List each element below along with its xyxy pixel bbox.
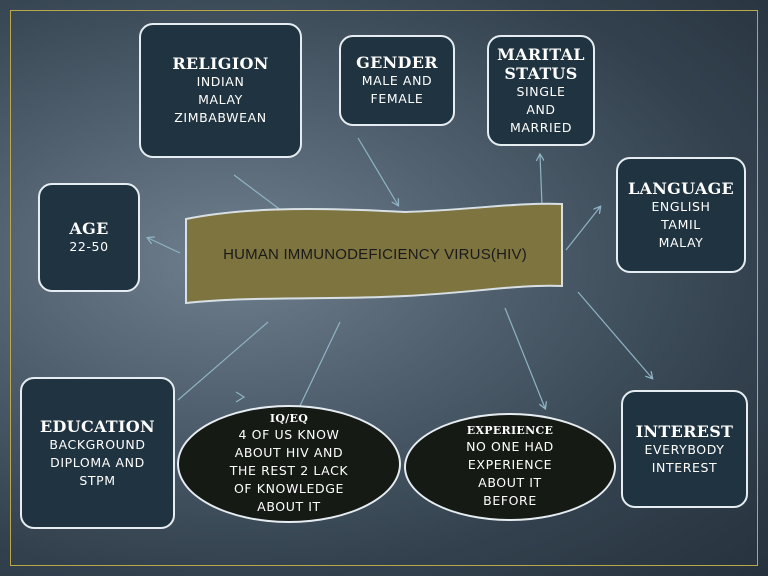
age-title: AGE [69,219,109,238]
experience-title: EXPERIENCE [466,424,554,437]
arrow-to-interest [577,291,652,378]
arrow-to-language [565,207,600,251]
language-text: ENGLISH TAMIL MALAY [651,198,711,250]
iq-eq-title: IQ/EQ [269,412,309,425]
education-title: EDUCATION [40,416,155,436]
age-text: 22-50 [69,239,109,254]
center-label: HUMAN IMMUNODEFICIENCY VIRUS(HIV) [223,246,527,263]
marital-status-title: MARITAL STATUS [497,44,585,83]
language-box: LANGUAGE ENGLISH TAMIL MALAY [616,157,746,273]
gender-title: GENDER [356,53,438,72]
arrow-to-experience [504,307,545,408]
marital-status-box: MARITAL STATUS SINGLE AND MARRIED [487,35,595,146]
interest-text: EVERYBODY INTEREST [644,441,725,475]
iq-eq-text: 4 OF US KNOW ABOUT HIV AND THE REST 2 LA… [229,427,349,514]
religion-box: RELIGION INDIAN MALAY ZIMBABWEAN [139,23,302,158]
center-banner [185,202,563,305]
arrow-to-gender [357,137,398,205]
experience-text: NO ONE HAD EXPERIENCE ABOUT IT BEFORE [466,439,554,508]
arrow-to-iq [297,321,341,411]
arrow-to-marital [540,155,542,206]
slide-frame [10,10,758,566]
religion-text: INDIAN MALAY ZIMBABWEAN [174,74,267,125]
arrow-small [235,391,246,403]
language-title: LANGUAGE [627,178,735,198]
age-box: AGE 22-50 [38,183,140,292]
arrow-to-age [148,238,181,254]
interest-box: INTEREST EVERYBODY INTEREST [621,390,748,508]
interest-title: INTEREST [635,421,734,441]
gender-text: MALE AND FEMALE [361,73,433,106]
marital-status-text: SINGLE AND MARRIED [509,83,573,135]
religion-title: RELIGION [172,54,269,73]
iq-eq-oval: IQ/EQ 4 OF US KNOW ABOUT HIV AND THE RES… [177,405,401,523]
education-text: BACKGROUND DIPLOMA AND STPM [49,436,146,488]
education-box: EDUCATION BACKGROUND DIPLOMA AND STPM [20,377,175,529]
gender-box: GENDER MALE AND FEMALE [339,35,455,126]
experience-oval: EXPERIENCE NO ONE HAD EXPERIENCE ABOUT I… [404,413,616,521]
arrow-to-education [177,321,269,401]
